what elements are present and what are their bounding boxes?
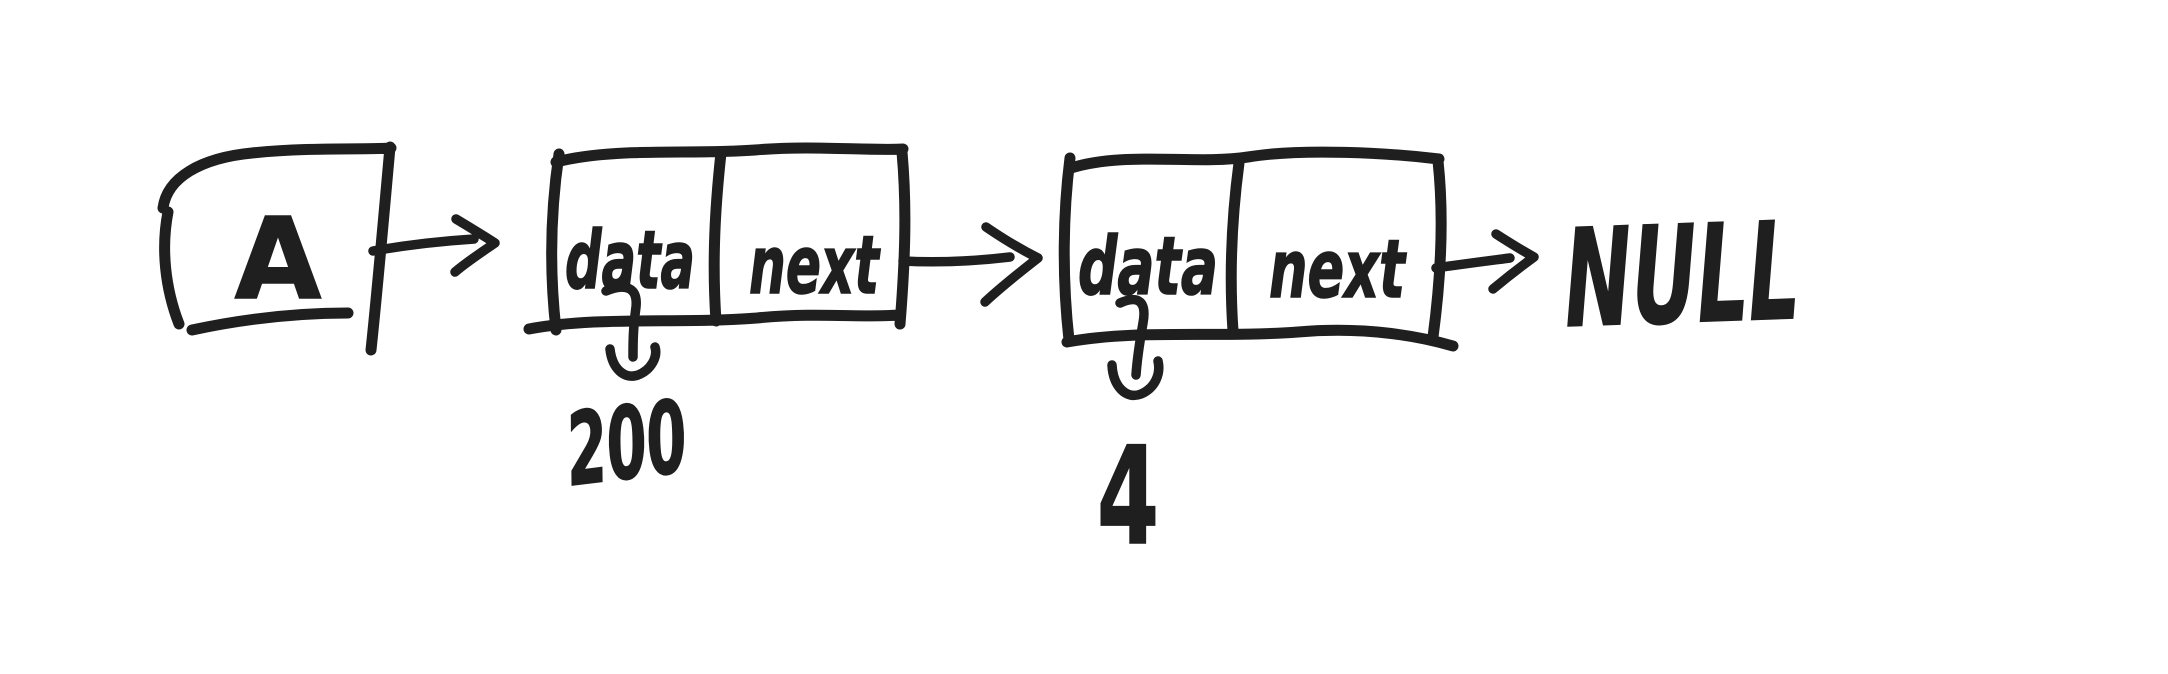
arrow-head-to-node1 bbox=[368, 214, 500, 277]
node1-next-label: next bbox=[749, 219, 881, 312]
node1-box-outline bbox=[523, 142, 911, 336]
node2-box-outline bbox=[1058, 146, 1459, 352]
arrow-node2-to-null bbox=[1431, 229, 1539, 294]
node1-value: 200 bbox=[560, 378, 693, 509]
null-terminator-label: NULL bbox=[1562, 193, 1802, 358]
head-label: A bbox=[235, 195, 322, 325]
node2-value-arrow bbox=[1107, 294, 1164, 401]
head-pointer-box: A bbox=[157, 141, 397, 356]
head-box-outline bbox=[157, 141, 397, 356]
node2-next-label: next bbox=[1269, 223, 1407, 316]
node2-data-label: data bbox=[1078, 220, 1218, 313]
node1-data-label: data bbox=[565, 214, 695, 307]
node-2: data next 4 bbox=[1058, 146, 1459, 576]
node2-value: 4 bbox=[1097, 418, 1159, 575]
node1-value-arrow bbox=[601, 282, 661, 381]
node-1: data next 200 bbox=[523, 142, 911, 510]
arrow-node1-to-node2 bbox=[898, 222, 1043, 307]
